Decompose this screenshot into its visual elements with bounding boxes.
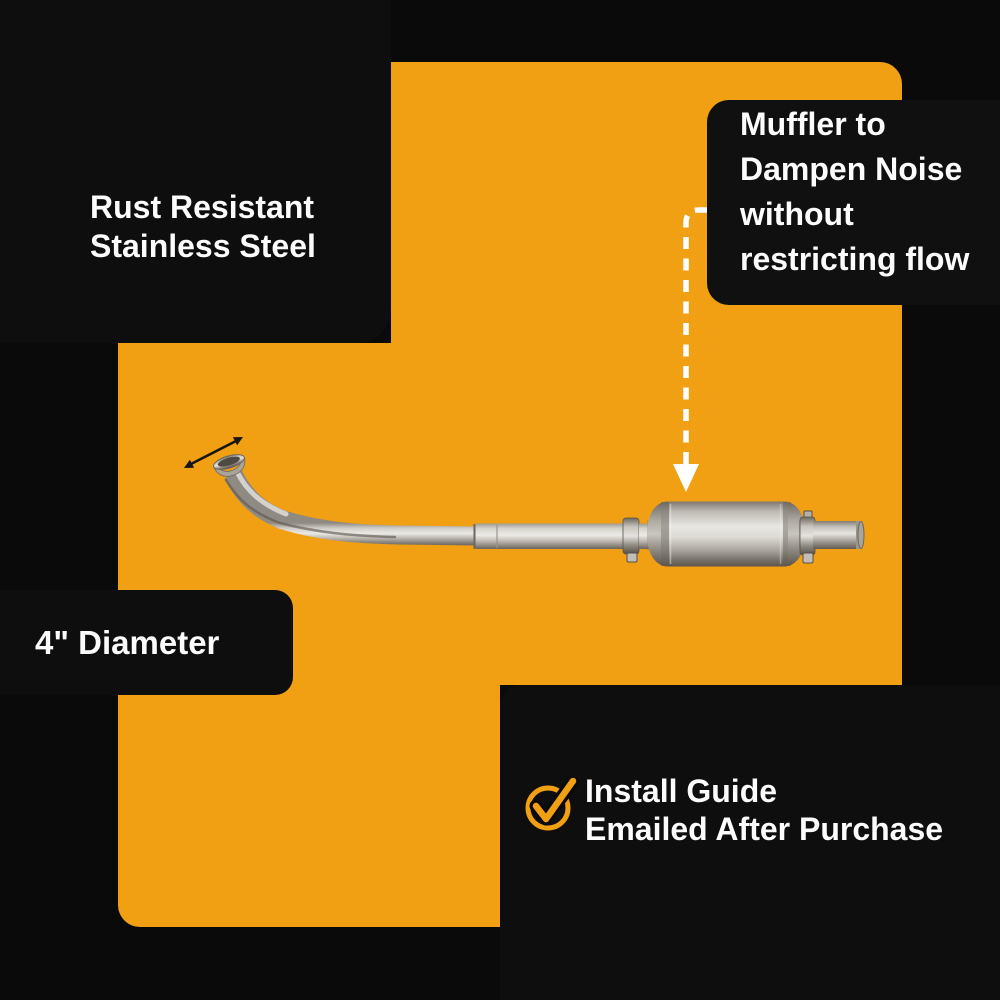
inlet-flange	[213, 454, 246, 477]
callout-muffler-line2: Dampen Noise	[740, 151, 963, 187]
callout-install: Install Guide Emailed After Purchase	[585, 772, 943, 848]
tail-pipe	[813, 521, 862, 549]
callout-material: Rust Resistant Stainless Steel	[90, 188, 316, 266]
material-panel	[0, 0, 391, 343]
callout-diameter-label: 4" Diameter	[35, 624, 220, 661]
muffler-panel	[707, 100, 1000, 305]
sleeve-pipe	[474, 523, 642, 549]
rear-clamp-nut	[802, 552, 814, 564]
callout-diameter: 4" Diameter	[35, 623, 219, 663]
callout-install-line2: Emailed After Purchase	[585, 811, 944, 847]
install-panel	[500, 685, 1000, 1000]
downpipe	[224, 469, 479, 546]
front-clamp-nut	[626, 552, 638, 563]
exhaust-pipe-illustration	[213, 454, 865, 567]
double-headed-arrow-icon	[184, 437, 243, 468]
callout-muffler-line1: Muffler to	[740, 106, 886, 142]
downpipe-highlight	[234, 469, 289, 517]
tail-pipe-opening	[857, 521, 865, 549]
callout-material-line1: Rust Resistant	[90, 189, 315, 225]
dashed-down-arrow-icon	[673, 207, 707, 492]
downpipe-shadow	[224, 478, 397, 539]
diameter-panel	[0, 590, 293, 695]
check-circle-icon	[525, 778, 580, 831]
rear-clamp	[799, 516, 816, 556]
muffler-front-ring	[661, 502, 669, 566]
callout-muffler-line4: restricting flow	[740, 241, 970, 277]
callout-muffler: Muffler to Dampen Noise without restrict…	[740, 102, 969, 282]
muffler-front-dome	[647, 502, 664, 566]
orange-backdrop-shape	[118, 62, 902, 927]
callout-material-line2: Stainless Steel	[90, 228, 316, 264]
muffler-rear-ring	[783, 502, 791, 566]
front-clamp	[622, 517, 640, 555]
callout-install-line1: Install Guide	[585, 773, 778, 809]
muffler-body	[661, 501, 791, 567]
callout-muffler-line3: without	[740, 196, 854, 232]
